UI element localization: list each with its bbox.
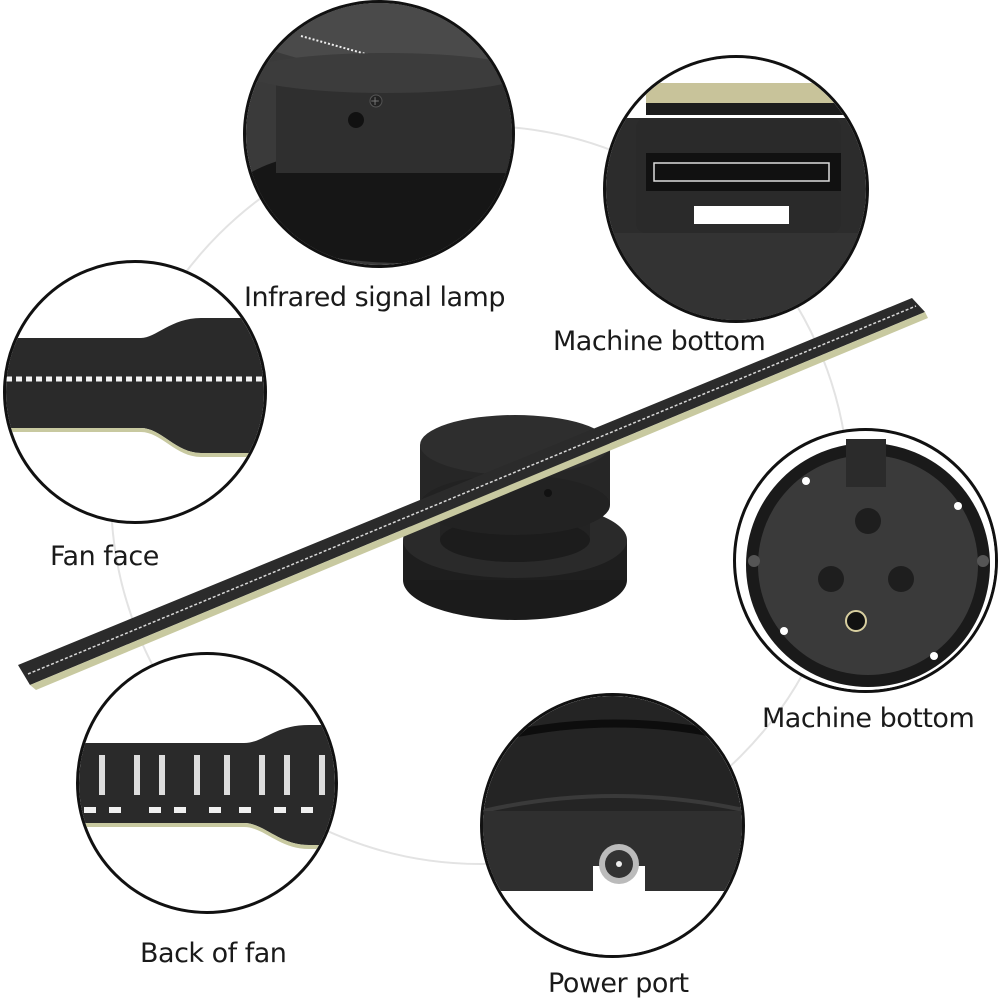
callout-machine-bottom-port (603, 55, 869, 323)
label-machine-bottom-base: Machine bottom (762, 703, 975, 734)
label-back-of-fan: Back of fan (140, 938, 287, 969)
fan-back-closeup-image (79, 725, 335, 849)
label-infrared-signal-lamp: Infrared signal lamp (244, 282, 506, 313)
label-fan-face: Fan face (50, 541, 159, 572)
power-port-closeup-image (483, 696, 742, 955)
fan-face-closeup-image (6, 318, 264, 457)
callout-back-of-fan (76, 652, 338, 914)
callout-fan-face (3, 260, 267, 524)
base-underside-image (740, 435, 995, 690)
callout-machine-bottom-base (733, 428, 998, 693)
label-power-port: Power port (548, 968, 689, 999)
port-closeup-image (606, 58, 866, 320)
callout-power-port (480, 693, 745, 958)
label-machine-bottom-port: Machine bottom (553, 326, 766, 357)
callout-infrared-signal-lamp: + (243, 0, 515, 268)
motor-top-closeup-image: + (246, 3, 512, 265)
svg-text:+: + (370, 94, 380, 108)
